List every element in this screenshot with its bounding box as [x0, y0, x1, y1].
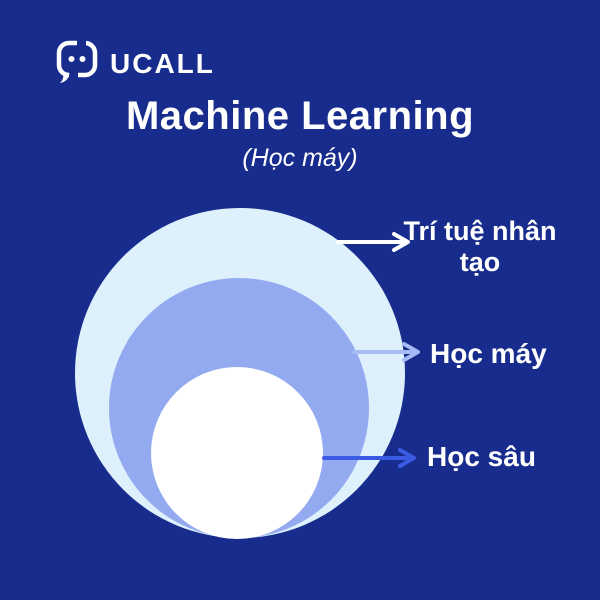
label-machine-learning: Học máy [430, 338, 547, 369]
circle-deep-learning [151, 367, 323, 539]
brand-name: UCALL [110, 47, 215, 79]
chat-bot-icon [55, 37, 99, 88]
brand-logo: UCALL [55, 37, 215, 88]
label-deep-learning: Học sâu [427, 441, 536, 472]
arrow-to-dl-label [322, 446, 418, 475]
arrow-to-ai-label [336, 230, 412, 259]
label-artificial-intelligence: Trí tuệ nhân tạo [403, 216, 557, 277]
page-title: Machine Learning [125, 94, 475, 138]
arrow-to-ml-label [352, 340, 422, 369]
page-subtitle: (Học máy) [242, 144, 358, 172]
